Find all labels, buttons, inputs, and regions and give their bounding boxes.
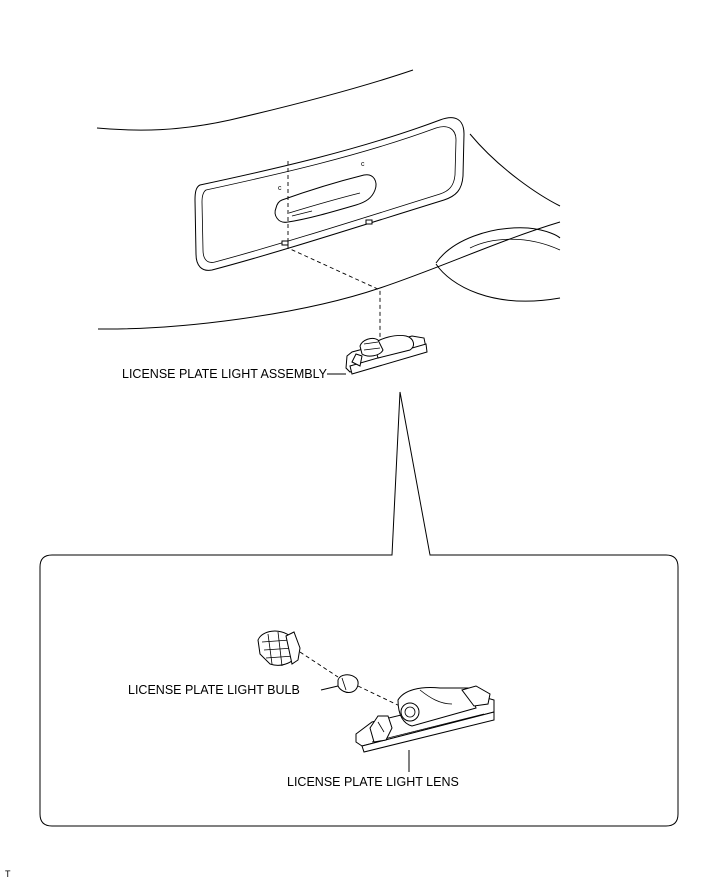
label-license-plate-light-lens: LICENSE PLATE LIGHT LENS — [287, 775, 459, 789]
svg-text:c: c — [278, 185, 282, 192]
footer-mark: T — [5, 869, 11, 879]
bulb-leader-line — [320, 685, 339, 691]
label-license-plate-light-bulb: LICENSE PLATE LIGHT BULB — [128, 683, 300, 697]
bulb-socket-icon — [257, 630, 301, 667]
license-plate-light-assembly-icon — [345, 335, 428, 375]
light-lens-housing-icon — [355, 685, 495, 753]
installation-path-line — [287, 161, 381, 340]
wedge-bulb-icon — [337, 674, 359, 693]
vehicle-rear-outline — [96, 69, 561, 330]
detail-callout-frame — [39, 391, 679, 827]
label-license-plate-light-assembly: LICENSE PLATE LIGHT ASSEMBLY — [122, 367, 327, 381]
license-plate-panel: c c — [194, 117, 465, 271]
svg-text:c: c — [361, 161, 365, 168]
